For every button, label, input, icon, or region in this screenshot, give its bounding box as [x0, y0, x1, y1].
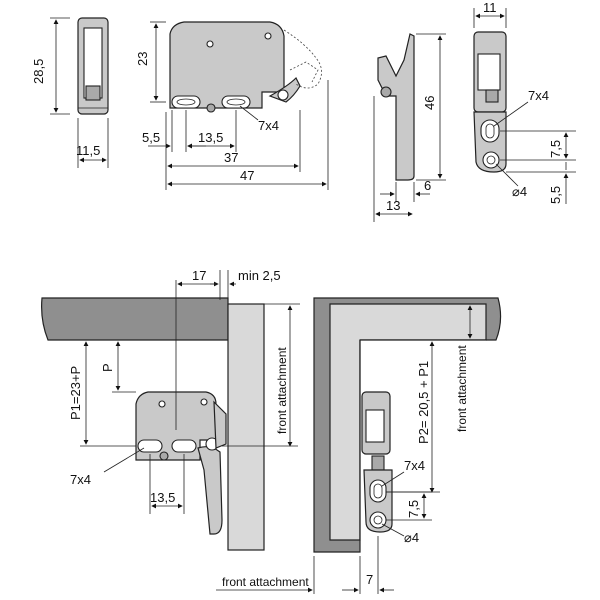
back-hole-outer	[482, 151, 500, 169]
leader-line	[103, 447, 145, 473]
view-install-side: 17 min 2,5 P1=23+P P 7x4 13,5 front atta…	[41, 268, 300, 551]
mounting-slot-left	[171, 95, 201, 109]
pivot	[277, 89, 289, 101]
dim-p2: P2= 20,5 + P1	[416, 361, 431, 444]
dim-dia4-b: ⌀4	[404, 530, 419, 545]
dim-13-5-a: 13,5	[198, 130, 223, 145]
dim-7: 7	[366, 572, 373, 587]
dim-11: 11	[483, 0, 497, 15]
dim-5-5-a: 5,5	[142, 130, 160, 145]
dim-46: 46	[422, 96, 437, 110]
dim-28-5: 28,5	[31, 59, 46, 84]
slot-inner	[226, 98, 246, 106]
profile-pivot	[380, 86, 392, 98]
dim-11-5: 11,5	[76, 143, 100, 158]
catch-profile	[377, 33, 415, 181]
dim-7x4-b: 7x4	[528, 88, 549, 103]
installed-arm	[213, 400, 227, 449]
view-side-narrow: 28,5 11,5	[31, 17, 109, 168]
back-window	[477, 53, 501, 91]
dim-7-5-b: 7,5	[406, 500, 421, 518]
dim-min-2-5: min 2,5	[238, 268, 281, 283]
installed-latch-plate	[197, 446, 223, 535]
back-spring	[485, 89, 499, 103]
leader-line	[239, 105, 259, 121]
dim-7x4-a: 7x4	[258, 118, 279, 133]
dim-7x4-d: 7x4	[404, 458, 425, 473]
leader-line	[381, 471, 405, 487]
front-catch-window	[365, 409, 385, 443]
dim-5-5-b: 5,5	[548, 186, 563, 204]
rivet-hole	[264, 32, 272, 40]
dim-17: 17	[192, 268, 206, 283]
dim-13: 13	[386, 198, 400, 213]
slot-inner	[176, 98, 196, 106]
front-catch-spring	[371, 455, 385, 471]
installed-slot-left	[137, 439, 163, 453]
leader-line	[493, 101, 529, 127]
catch-latch-tab	[85, 85, 101, 101]
leader-line	[495, 163, 519, 187]
installed-rivet	[159, 451, 169, 461]
dim-6: 6	[424, 178, 431, 193]
door-panel	[227, 303, 265, 551]
back-slot	[480, 119, 500, 143]
view-install-front: P2= 20,5 + P1 front attachment 7x4 7,5 ⌀…	[216, 297, 502, 594]
view-front-main: 23 7x4 5,5 13,5 37 47	[135, 21, 329, 190]
dim-front-attachment-c: front attachment	[222, 575, 309, 589]
view-profile: 46 6 13	[373, 33, 446, 222]
back-slot-inner	[485, 123, 495, 139]
dim-13-5-b: 13,5	[150, 490, 175, 505]
view-back: 11 7x4 7,5 5,5 ⌀4	[473, 0, 576, 204]
dim-23: 23	[135, 52, 150, 66]
dim-front-attachment-b: front attachment	[455, 345, 469, 432]
rivet-hole	[206, 40, 214, 48]
front-slot-inner	[373, 483, 383, 499]
rivet-hole	[200, 398, 208, 406]
latch-open-outline	[289, 61, 319, 83]
dim-37: 37	[224, 150, 238, 165]
dim-47: 47	[240, 168, 254, 183]
dim-p: P	[100, 363, 115, 372]
dim-front-attachment-a: front attachment	[275, 347, 289, 434]
catch-body-front	[169, 21, 285, 109]
front-hole-inner	[373, 515, 383, 525]
rivet-hole	[158, 400, 166, 408]
installed-slot-right	[171, 439, 197, 453]
dim-7x4-c: 7x4	[70, 472, 91, 487]
dim-p1: P1=23+P	[68, 366, 83, 420]
carcass-panel	[41, 297, 229, 341]
front-hole-outer	[369, 511, 387, 529]
leader-line	[381, 523, 405, 537]
front-slot	[369, 479, 387, 503]
dim-7-5-a: 7,5	[548, 140, 563, 158]
back-hole-inner	[486, 155, 496, 165]
center-rivet	[206, 103, 216, 113]
latch-swing-path	[283, 29, 322, 89]
mounting-slot-right	[221, 95, 251, 109]
dim-dia4-a: ⌀4	[512, 184, 527, 199]
